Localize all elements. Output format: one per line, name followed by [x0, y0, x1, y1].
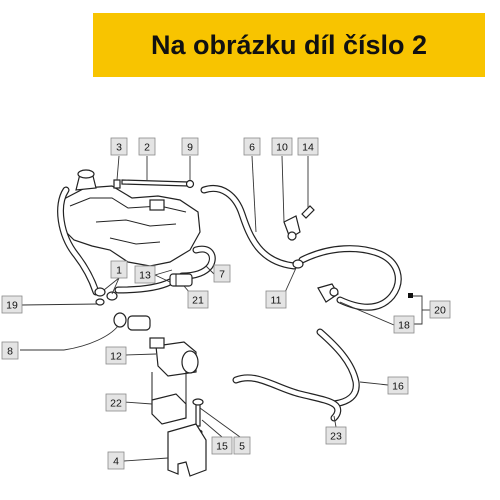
callout-21: 21	[187, 290, 209, 309]
fuel-tank	[61, 169, 201, 267]
part-14-bolt	[301, 205, 315, 219]
callout-20-text: 20	[434, 305, 446, 317]
hose-6	[200, 185, 402, 311]
callout-1-text: 1	[116, 265, 122, 277]
callout-4: 4	[107, 451, 125, 470]
callout-22-text: 22	[110, 398, 122, 410]
callout-4-text: 4	[113, 456, 119, 468]
callout-2-text: 2	[144, 142, 150, 154]
callout-9: 9	[181, 137, 199, 156]
part-9-bolt	[185, 179, 195, 189]
part-18-fitting	[317, 283, 339, 303]
callout-23-text: 23	[330, 431, 342, 443]
callout-10-text: 10	[276, 142, 288, 154]
callout-8-text: 8	[7, 346, 13, 358]
callout-5: 5	[233, 436, 251, 455]
clamps-1	[94, 287, 118, 306]
title-banner: Na obrázku díl číslo 2	[93, 13, 485, 77]
callout-10: 10	[271, 137, 293, 156]
callout-13: 13	[134, 265, 156, 284]
hose-16	[232, 328, 360, 422]
part-21-filter	[169, 273, 193, 287]
callout-14-text: 14	[302, 142, 314, 154]
bracket-20	[408, 293, 430, 325]
callout-18: 18	[393, 315, 415, 334]
callout-12-text: 12	[110, 351, 122, 363]
callout-5-text: 5	[239, 441, 245, 453]
part-11-clamp	[292, 259, 304, 269]
callout-7: 7	[213, 264, 231, 283]
callout-6: 6	[243, 137, 261, 156]
banner-title: Na obrázku díl číslo 2	[150, 29, 428, 60]
callout-15-text: 15	[216, 441, 228, 453]
callout-19-text: 19	[6, 300, 18, 312]
part-2-rod	[121, 179, 189, 187]
callout-11: 11	[265, 290, 287, 309]
callout-19: 19	[1, 295, 23, 314]
callout-14: 14	[297, 137, 319, 156]
callout-8: 8	[1, 341, 19, 360]
callout-12: 12	[105, 346, 127, 365]
callout-18-text: 18	[398, 320, 410, 332]
callout-1: 1	[110, 260, 128, 279]
part-22-bracket	[151, 372, 187, 425]
callout-16-text: 16	[392, 381, 404, 393]
part-8-fitting	[113, 312, 151, 331]
callout-2: 2	[138, 137, 156, 156]
filler-hose	[57, 186, 100, 296]
callout-20: 20	[429, 300, 451, 319]
part-10-connector	[283, 215, 301, 241]
callout-6-text: 6	[249, 142, 255, 154]
callout-15: 15	[211, 436, 233, 455]
callout-23: 23	[325, 426, 347, 445]
callout-22: 22	[105, 393, 127, 412]
callout-7-text: 7	[219, 269, 225, 281]
callout-3: 3	[110, 137, 128, 156]
callout-9-text: 9	[187, 142, 193, 154]
part-3-clip	[113, 179, 121, 189]
callout-21-text: 21	[192, 295, 204, 307]
callout-16: 16	[387, 376, 409, 395]
part-12-pump	[149, 337, 199, 377]
part-4-mount	[167, 423, 207, 477]
callout-3-text: 3	[116, 142, 122, 154]
callout-11-text: 11	[271, 295, 282, 307]
callout-13-text: 13	[139, 270, 151, 282]
